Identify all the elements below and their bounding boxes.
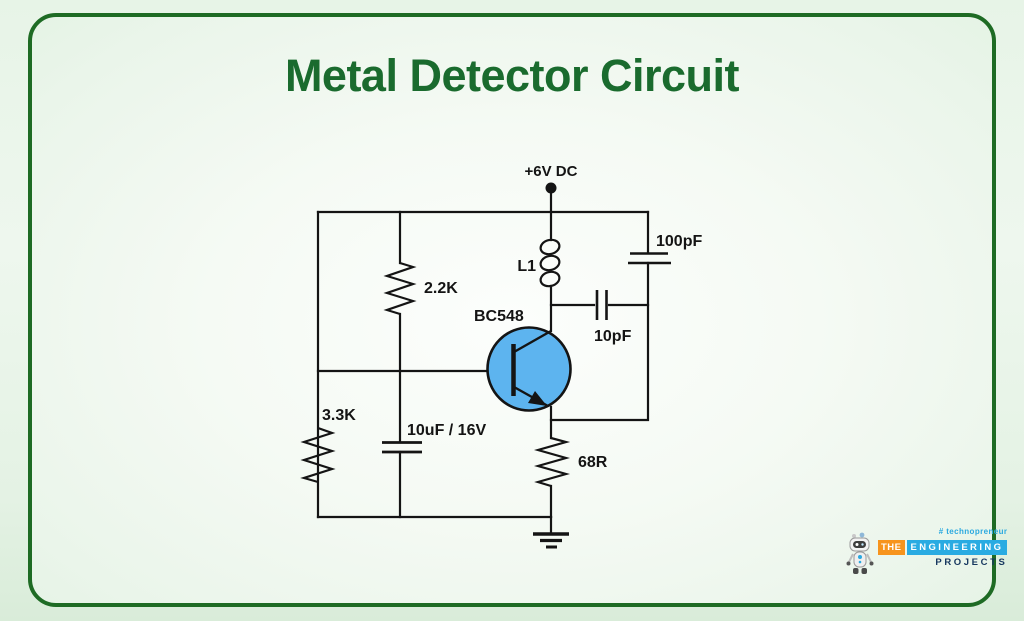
wires [316, 191, 650, 535]
transistor-emitter-arrow [528, 391, 547, 406]
robot-mascot-icon [846, 532, 874, 574]
resistor-r2-3.3k [300, 426, 336, 484]
logo-tagline: # technopreneur [938, 527, 1008, 536]
ground-symbol [533, 532, 569, 549]
supply-label: +6V DC [525, 163, 578, 180]
capacitor-c1-100pf [628, 252, 671, 265]
logo-word-engineering: ENGINEERING [906, 540, 1008, 555]
logo-badges: THE ENGINEERING [878, 540, 1008, 555]
capacitor-c3-label: 10uF / 16V [407, 422, 486, 439]
capacitor-c1-label: 100pF [656, 233, 702, 250]
resistor-r2-label: 3.3K [322, 407, 356, 424]
resistor-r3-68r [533, 436, 571, 488]
transistor-body [486, 326, 572, 412]
resistor-r1-2.2k [383, 261, 417, 316]
transistor-label: BC548 [474, 308, 524, 325]
logo-word-projects: PROJECTS [935, 557, 1008, 568]
logo-text-block: # technopreneur THE ENGINEERING PROJECTS [878, 527, 1008, 568]
inductor-l1-coil [539, 238, 561, 288]
page-title: Metal Detector Circuit [284, 50, 740, 101]
capacitor-c3-10uf [382, 441, 422, 454]
transistor-collector-lead [513, 329, 552, 354]
transistor-bc548 [486, 326, 572, 412]
supply-terminal-dot [545, 182, 557, 194]
logo-word-the: THE [878, 540, 905, 555]
right-rail-wire [549, 210, 650, 422]
inductor-label: L1 [517, 258, 536, 275]
brand-logo: # technopreneur THE ENGINEERING PROJECTS [845, 527, 1008, 581]
capacitor-c2-label: 10pF [594, 328, 632, 345]
capacitor-c2-10pf [595, 290, 608, 320]
resistor-r1-label: 2.2K [424, 280, 458, 297]
resistor-r3-label: 68R [578, 454, 608, 471]
rounded-border-frame [28, 13, 996, 607]
